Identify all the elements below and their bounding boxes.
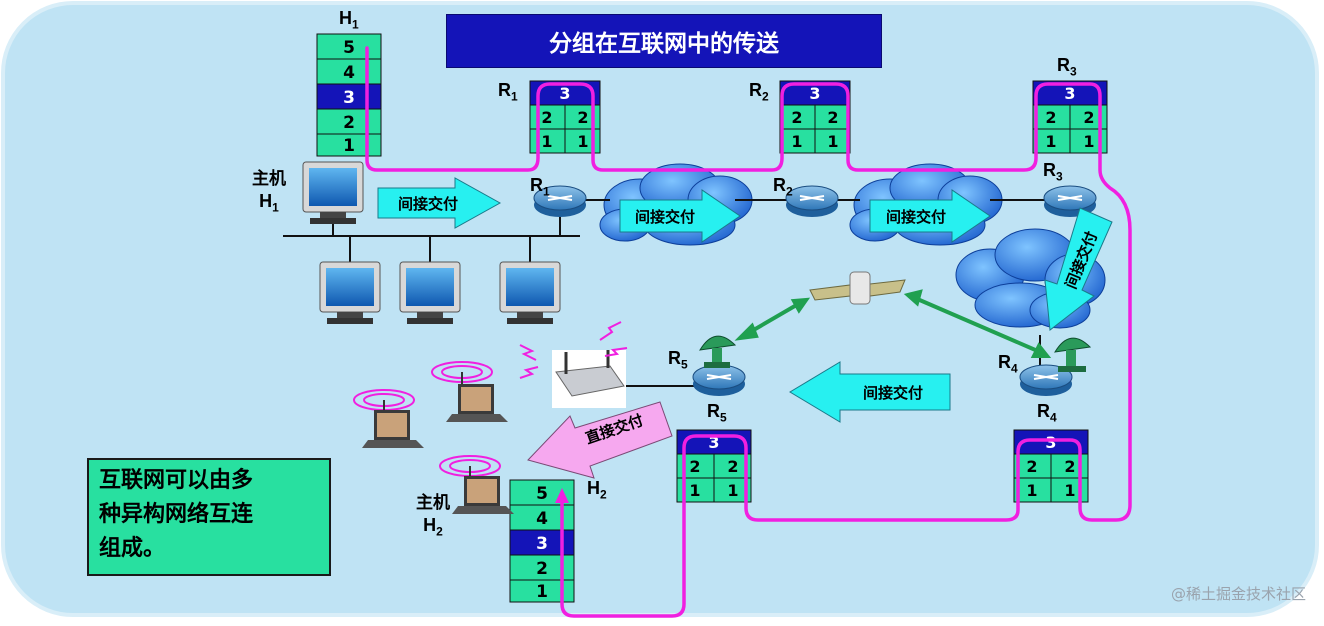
packet-path <box>365 46 1132 618</box>
h1-layer-2: 2 <box>343 113 355 133</box>
host-h2-label-main: 主机 <box>416 493 450 513</box>
satellite-icon <box>809 271 906 305</box>
h2-layer-3: 3 <box>536 534 548 554</box>
r4-layer-2a: 2 <box>1026 457 1037 476</box>
router-r2-icon <box>785 185 839 217</box>
h2-layer-5: 5 <box>536 484 548 504</box>
router-stack-r3: 3 2 2 1 1 <box>1032 80 1108 154</box>
router-stack-r5: 3 2 2 1 1 <box>676 429 752 503</box>
r5-layer-2b: 2 <box>727 457 738 476</box>
satellite-dish-icon <box>699 335 737 368</box>
network-links <box>283 199 1048 387</box>
r3-layer-1a: 1 <box>1045 132 1056 151</box>
laptop-icon <box>431 361 508 422</box>
router-stack-r2: 3 2 2 1 1 <box>779 80 851 154</box>
r4-layer-1b: 1 <box>1064 481 1075 500</box>
satellite-dish-icon <box>1054 337 1092 372</box>
h1-layer-5-cell <box>316 33 382 60</box>
h1-layer-4: 4 <box>343 63 355 83</box>
note-line-3: 组成。 <box>99 536 166 561</box>
h2-stack-label: H2 <box>587 478 607 502</box>
host-h2-label: 主机 H2 <box>407 492 459 543</box>
router-stack-r1: 3 2 2 1 1 <box>529 80 601 154</box>
computer-icon <box>319 261 381 324</box>
computer-icon <box>499 261 561 324</box>
indirect-delivery-arrow-5: 间接交付 <box>789 361 951 423</box>
r3-device-label: R3 <box>1043 160 1063 184</box>
r3-layer-1b: 1 <box>1083 132 1094 151</box>
r4-layer-3: 3 <box>1045 433 1056 452</box>
h2-layer-2: 2 <box>536 559 548 579</box>
computer-h1-icon <box>302 161 364 224</box>
r3-layer-2a: 2 <box>1045 108 1056 127</box>
diagram-title: 分组在互联网中的传送 <box>446 14 882 68</box>
h1-layer-5: 5 <box>343 38 355 58</box>
r1-stack-label: R1 <box>498 80 518 104</box>
r4-layer-2b: 2 <box>1064 457 1075 476</box>
r2-stack-label: R2 <box>749 80 769 104</box>
h1-stack: 5 4 3 2 1 <box>316 33 382 157</box>
r1-layer-1a: 1 <box>541 132 552 151</box>
h1-layer-3-cell <box>316 83 382 110</box>
laptop-h2-icon <box>439 455 514 514</box>
host-h1-label: 主机 H1 <box>243 168 295 219</box>
r1-layer-2a: 2 <box>541 108 552 127</box>
indirect-delivery-label: 间接交付 <box>635 208 695 226</box>
r3-layer-2b: 2 <box>1083 108 1094 127</box>
indirect-delivery-label: 间接交付 <box>863 384 923 402</box>
r4-stack-label: R4 <box>1037 401 1057 425</box>
host-h1-label-main: 主机 <box>252 169 286 189</box>
r2-layer-1a: 1 <box>791 132 802 151</box>
r1-layer-3: 3 <box>559 84 570 103</box>
r2-layer-1b: 1 <box>827 132 838 151</box>
r4-layer-1a: 1 <box>1026 481 1037 500</box>
r2-layer-2b: 2 <box>827 108 838 127</box>
r4-device-label: R4 <box>998 352 1018 376</box>
r5-layer-3: 3 <box>708 433 719 452</box>
h1-layer-3: 3 <box>343 88 355 108</box>
r1-layer-2b: 2 <box>577 108 588 127</box>
note-line-1: 互联网可以由多 <box>99 468 254 493</box>
r2-layer-2a: 2 <box>791 108 802 127</box>
r5-layer-2a: 2 <box>689 457 700 476</box>
r3-stack-label: R3 <box>1057 55 1077 79</box>
computer-icon <box>399 261 461 324</box>
r1-layer-1b: 1 <box>577 132 588 151</box>
router-r1-icon <box>533 185 587 217</box>
satellite-links <box>734 289 1052 358</box>
note-box: 互联网可以由多 种异构网络互连 组成。 <box>87 458 331 576</box>
indirect-delivery-label: 间接交付 <box>886 208 946 226</box>
indirect-delivery-arrow-2: 间接交付 <box>619 189 741 243</box>
indirect-delivery-arrow-1: 间接交付 <box>377 177 502 229</box>
note-line-2: 种异构网络互连 <box>99 502 254 527</box>
r3-layer-3: 3 <box>1064 84 1075 103</box>
indirect-delivery-label: 间接交付 <box>398 195 458 213</box>
r5-layer-1b: 1 <box>727 481 738 500</box>
h1-stack-label: H1 <box>339 8 359 32</box>
r5-layer-1a: 1 <box>689 481 700 500</box>
h1-layer-1-cell <box>316 133 382 157</box>
h1-layer-1: 1 <box>343 136 355 156</box>
h2-layer-4: 4 <box>536 509 548 529</box>
r1-device-label: R1 <box>530 175 550 199</box>
r5-stack-label: R5 <box>707 401 727 425</box>
watermark: @稀土掘金技术社区 <box>1170 585 1306 603</box>
r5-device-label: R5 <box>668 348 688 372</box>
h2-layer-1: 1 <box>536 582 548 602</box>
laptop-icon <box>353 389 424 448</box>
wireless-access-point-icon <box>519 321 628 408</box>
r2-layer-3: 3 <box>809 84 820 103</box>
h1-layer-4-cell <box>316 58 382 85</box>
router-r5-icon <box>692 364 746 396</box>
indirect-delivery-arrow-3: 间接交付 <box>869 189 991 243</box>
r2-device-label: R2 <box>773 175 793 199</box>
